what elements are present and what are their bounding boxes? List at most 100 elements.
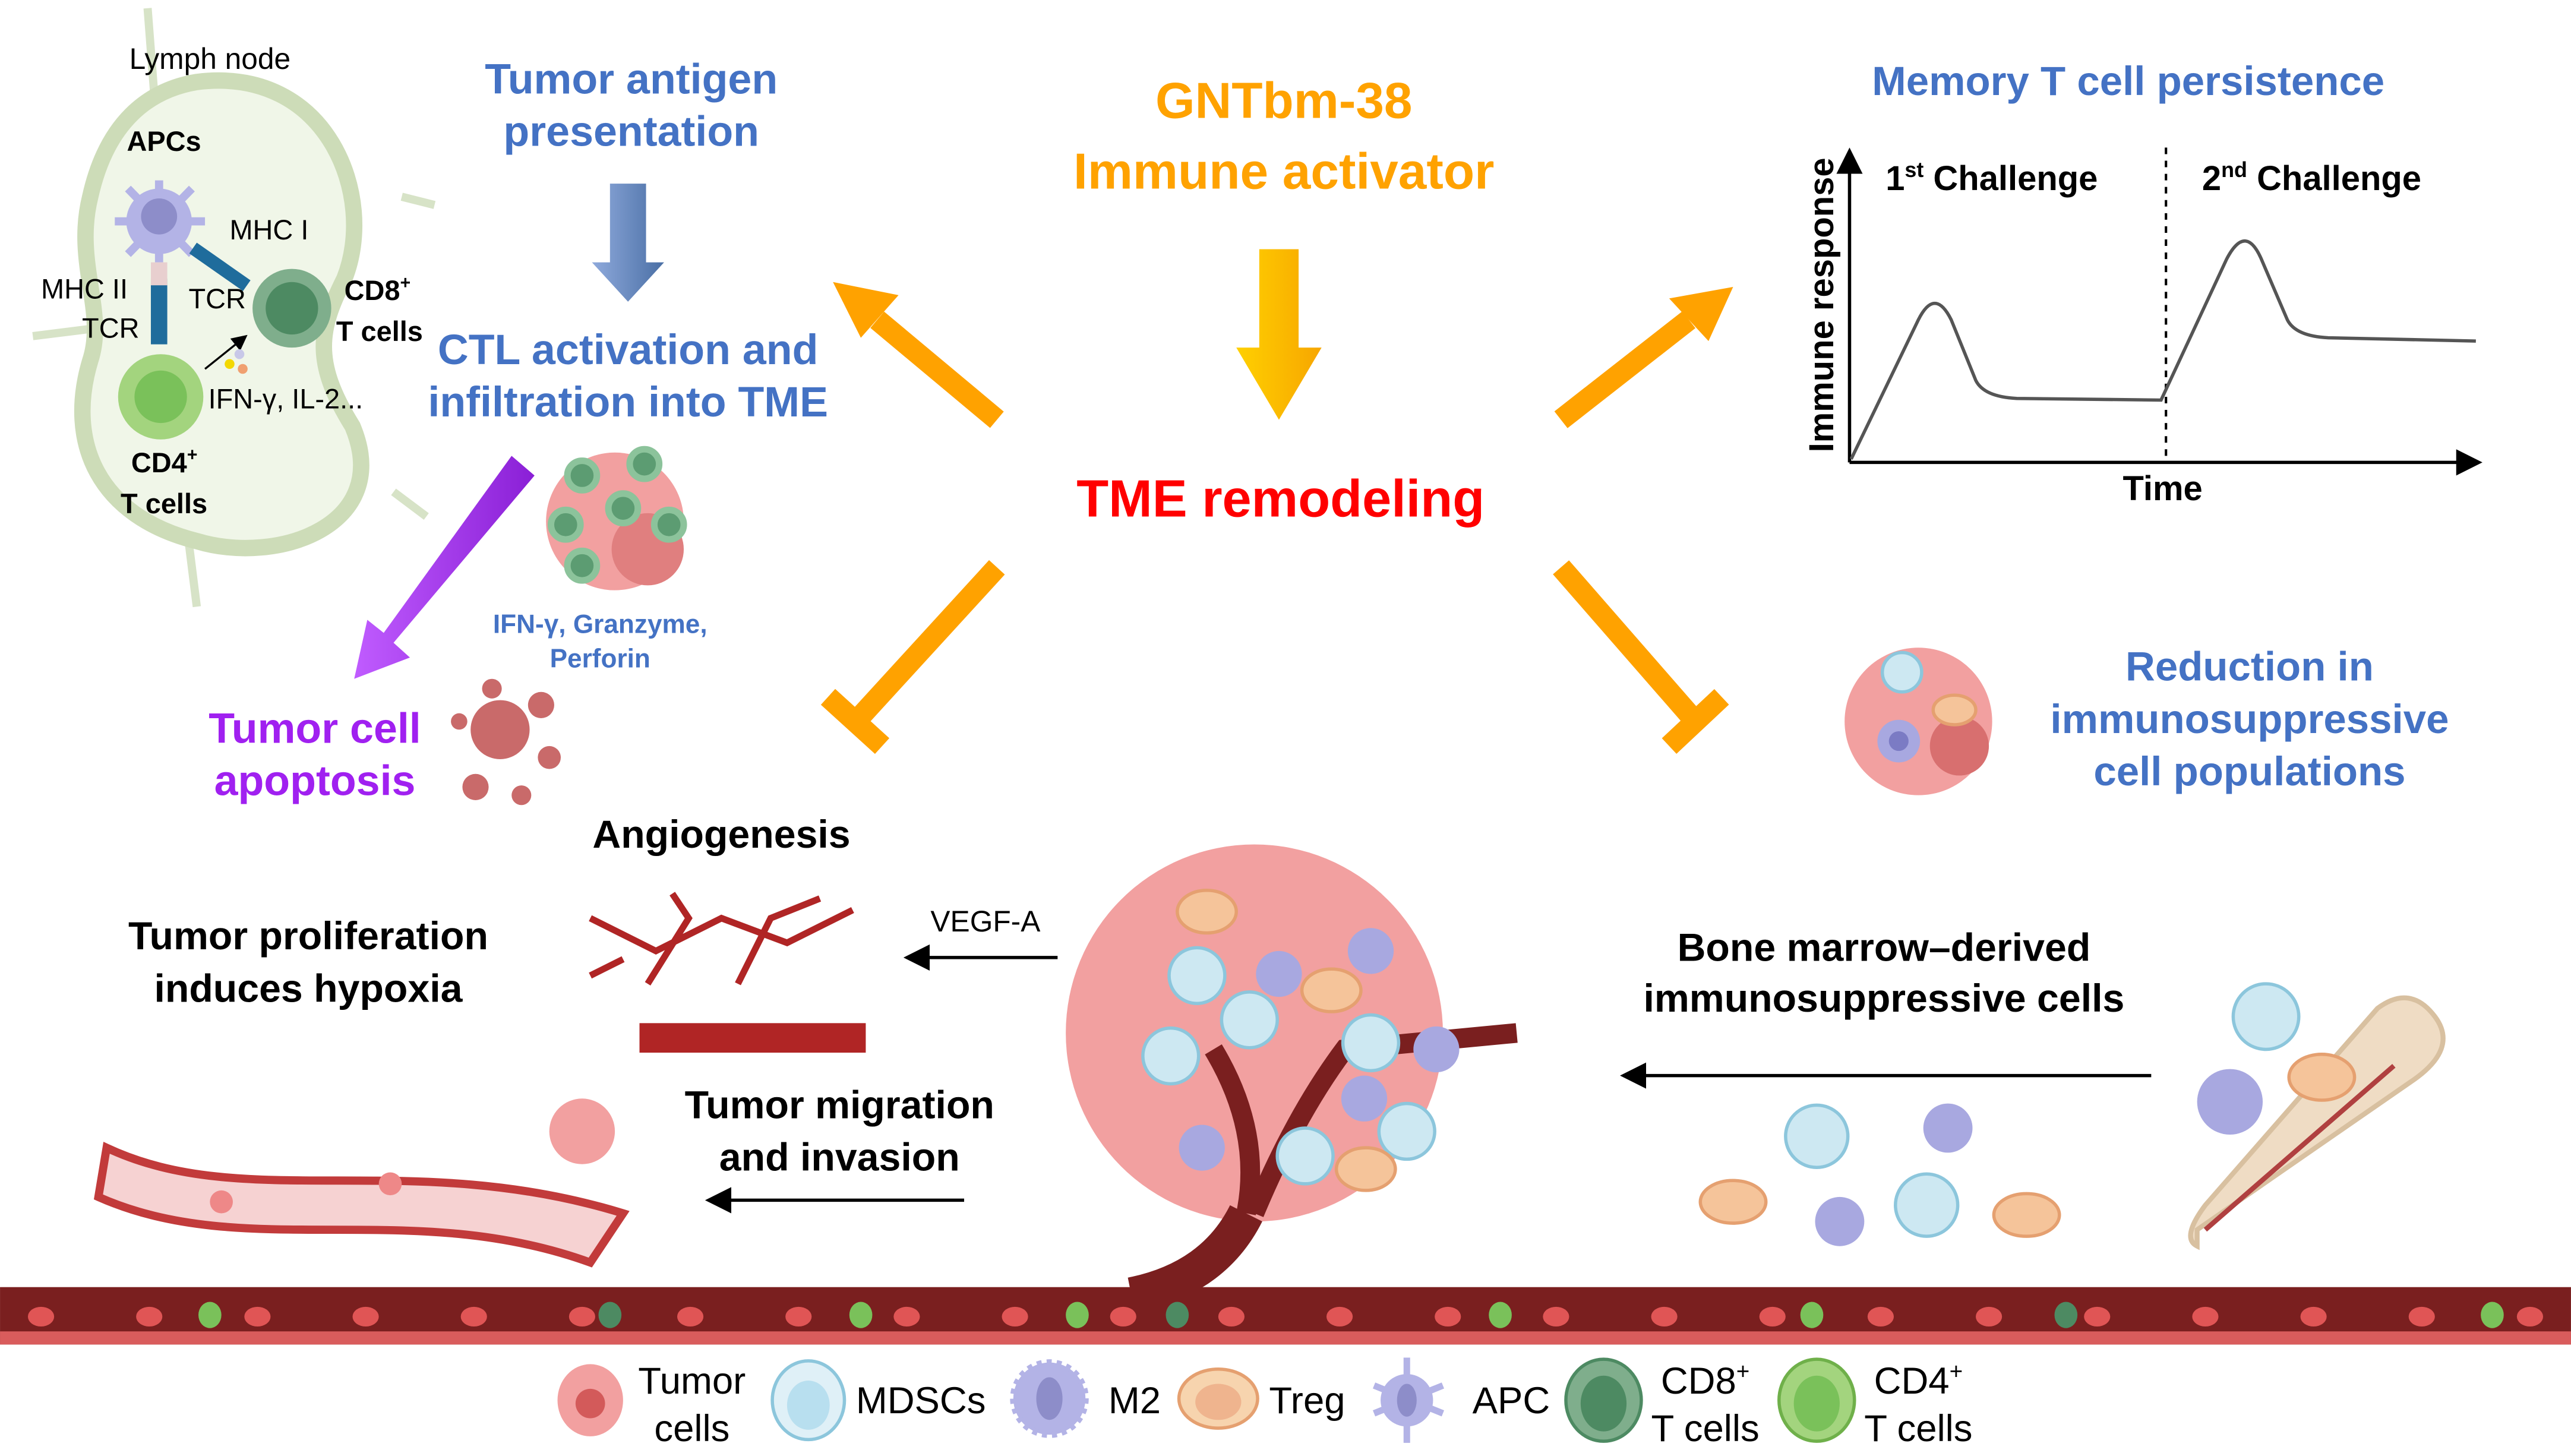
legend-item-apc: APC bbox=[1372, 1357, 1550, 1443]
legend-label: Tumor bbox=[638, 1360, 746, 1402]
reduction-title-2: immunosuppressive bbox=[2050, 696, 2449, 742]
red-blood-cell bbox=[1976, 1306, 2003, 1326]
arrowhead-to-ctl-icon bbox=[833, 282, 899, 338]
apc-cell-icon bbox=[115, 180, 206, 263]
red-blood-cell bbox=[244, 1306, 271, 1326]
inhibit-suppressive-bar bbox=[1662, 688, 1729, 754]
red-blood-cell bbox=[1759, 1306, 1786, 1326]
migration-label-2: and invasion bbox=[719, 1136, 960, 1180]
angiogenesis-vessel-icon bbox=[589, 892, 866, 1053]
drug-role: Immune activator bbox=[1073, 143, 1494, 200]
cd4-t-cell-icon bbox=[118, 354, 204, 440]
red-blood-cell bbox=[1867, 1306, 1894, 1326]
cd8-label: CD8+ bbox=[345, 273, 411, 306]
legend-label: Treg bbox=[1269, 1380, 1345, 1422]
hypoxia-label-1: Tumor proliferation bbox=[128, 914, 488, 958]
cd8-tcells-label: T cells bbox=[336, 316, 423, 347]
infiltrated-tumor-icon bbox=[546, 446, 687, 590]
red-blood-cell bbox=[136, 1306, 163, 1326]
mhc2-label: MHC II bbox=[41, 273, 128, 304]
orange-down-arrow-icon bbox=[1236, 249, 1322, 420]
tcr-left-label: TCR bbox=[82, 313, 139, 344]
red-blood-cell bbox=[460, 1306, 487, 1326]
cytokine-arrow bbox=[204, 334, 248, 370]
drug-name: GNTbm-38 bbox=[1155, 73, 1413, 130]
legend-item-tumor-cells: Tumor cells bbox=[557, 1360, 746, 1449]
tumor-antigen-title-1: Tumor antigen bbox=[485, 55, 778, 103]
arrow-to-memory bbox=[1554, 311, 1696, 428]
migrating-vessel-icon bbox=[93, 1098, 630, 1268]
inhibit-suppressive-line bbox=[1553, 560, 1704, 729]
effectors-label-1: IFN-γ, Granzyme, bbox=[493, 609, 708, 639]
red-blood-cell bbox=[893, 1306, 920, 1326]
tumor-apoptosis-title-1: Tumor cell bbox=[209, 705, 421, 752]
legend-label: CD4+ bbox=[1874, 1359, 1963, 1402]
lymph-node-label: Lymph node bbox=[130, 42, 291, 75]
legend-item-mdscs: MDSCs bbox=[770, 1359, 986, 1442]
bone-marrow-label-1: Bone marrow–derived bbox=[1678, 926, 2091, 969]
legend-item-cd8: CD8+ T cells bbox=[1564, 1357, 1760, 1449]
red-blood-cell bbox=[2408, 1306, 2435, 1326]
red-blood-cell bbox=[1326, 1306, 1353, 1326]
apcs-label: APCs bbox=[127, 126, 201, 157]
inhibit-angiogenesis-bar bbox=[820, 688, 890, 754]
red-blood-cell bbox=[352, 1306, 379, 1326]
migration-label-1: Tumor migration bbox=[685, 1083, 994, 1127]
t-cell-in-vessel bbox=[1166, 1302, 1189, 1328]
red-blood-cell bbox=[1543, 1306, 1569, 1326]
legend-item-cd4: CD4+ T cells bbox=[1777, 1357, 1973, 1449]
orange-effect-arrows bbox=[820, 282, 1733, 754]
cytokine-icon bbox=[225, 359, 235, 369]
arrow-to-ctl bbox=[870, 311, 1004, 428]
second-challenge-label: 2nd Challenge bbox=[2202, 158, 2421, 198]
red-blood-cell bbox=[785, 1306, 812, 1326]
purple-arrow-icon bbox=[354, 456, 535, 679]
circulating-suppressive-cells bbox=[1698, 982, 2357, 1246]
blood-vessel bbox=[0, 1287, 2571, 1345]
response-curve bbox=[1849, 239, 2476, 460]
red-blood-cell bbox=[1002, 1306, 1028, 1326]
t-cell-in-vessel bbox=[198, 1302, 222, 1328]
t-cell-in-vessel bbox=[1066, 1302, 1089, 1328]
legend-label: T cells bbox=[1651, 1408, 1759, 1449]
vegf-label: VEGF-A bbox=[930, 905, 1041, 938]
red-blood-cell bbox=[1435, 1306, 1461, 1326]
t-cell-in-vessel bbox=[2054, 1302, 2078, 1328]
red-blood-cell bbox=[1651, 1306, 1678, 1326]
y-axis-label: Immune response bbox=[1803, 157, 1841, 452]
t-cell-in-vessel bbox=[1489, 1302, 1512, 1328]
cytokines-label: IFN-γ, IL-2... bbox=[209, 383, 364, 414]
mhc2-receptor-icon bbox=[150, 279, 168, 345]
angiogenesis-label: Angiogenesis bbox=[592, 813, 850, 857]
ctl-activation-title-2: infiltration into TME bbox=[428, 378, 828, 426]
t-cell-in-vessel bbox=[598, 1302, 622, 1328]
hypoxia-label-2: induces hypoxia bbox=[154, 967, 463, 1010]
x-axis-label: Time bbox=[2123, 470, 2203, 508]
ctl-activation-title-1: CTL activation and bbox=[438, 326, 819, 374]
mhc2-head-icon bbox=[150, 262, 168, 286]
red-blood-cell bbox=[27, 1306, 55, 1326]
legend-item-m2: M2 bbox=[1010, 1359, 1161, 1438]
red-blood-cell bbox=[2084, 1306, 2111, 1326]
legend: Tumor cells MDSCs M2 Treg APC CD8+ T cel… bbox=[557, 1357, 1973, 1449]
cd8-t-cell-icon bbox=[252, 269, 331, 348]
legend-label: M2 bbox=[1108, 1380, 1161, 1422]
cytokine-icon bbox=[238, 364, 248, 374]
tumor-antigen-title-2: presentation bbox=[503, 108, 759, 156]
cytokine-icon bbox=[234, 349, 245, 359]
tme-remodeling-title: TME remodeling bbox=[1076, 469, 1485, 528]
blue-down-arrow-icon bbox=[592, 184, 664, 302]
inhibit-angiogenesis-line bbox=[848, 560, 1005, 729]
legend-label: APC bbox=[1473, 1380, 1550, 1422]
tumor-apoptosis-title-2: apoptosis bbox=[214, 757, 416, 805]
legend-label: CD8+ bbox=[1661, 1359, 1750, 1402]
reduction-title-1: Reduction in bbox=[2125, 643, 2374, 689]
memory-response-chart: Immune response Time 1st Challenge 2nd C… bbox=[1803, 147, 2482, 508]
first-challenge-label: 1st Challenge bbox=[1885, 158, 2098, 198]
t-cell-in-vessel bbox=[1800, 1302, 1824, 1328]
reduction-title-3: cell populations bbox=[2093, 748, 2405, 794]
cd4-label: CD4+ bbox=[131, 446, 198, 478]
blood-cells bbox=[27, 1302, 2544, 1328]
immunosuppressive-cluster-icon bbox=[1844, 648, 1992, 795]
